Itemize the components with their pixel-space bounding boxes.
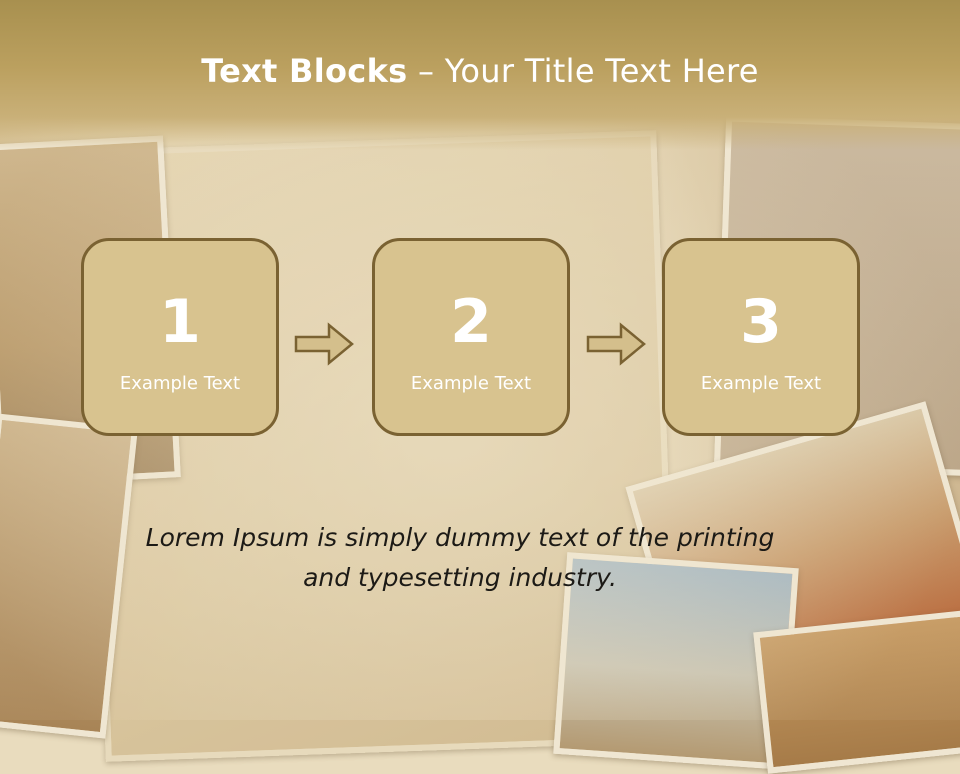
caption-text: Lorem Ipsum is simply dummy text of the … <box>80 518 840 598</box>
step-number: 1 <box>159 287 201 357</box>
right-arrow-icon <box>586 322 646 366</box>
slide-title-bold: Text Blocks <box>201 52 408 90</box>
step-label: Example Text <box>410 373 532 394</box>
right-arrow-icon <box>294 322 354 366</box>
step-number: 2 <box>450 287 492 357</box>
slide-title-rest: Your Title Text Here <box>444 52 759 90</box>
title-bar <box>0 0 960 150</box>
slide-title: Text Blocks – Your Title Text Here <box>0 52 960 90</box>
slide-title-separator: – <box>407 52 445 90</box>
step-block-3: 3 Example Text <box>662 238 860 436</box>
step-label: Example Text <box>700 373 822 394</box>
step-block-1: 1 Example Text <box>81 238 279 436</box>
step-number: 3 <box>740 287 782 357</box>
step-block-2: 2 Example Text <box>372 238 570 436</box>
step-label: Example Text <box>119 373 241 394</box>
caption-line-2: and typesetting industry. <box>303 563 617 592</box>
caption-line-1: Lorem Ipsum is simply dummy text of the … <box>145 523 775 552</box>
